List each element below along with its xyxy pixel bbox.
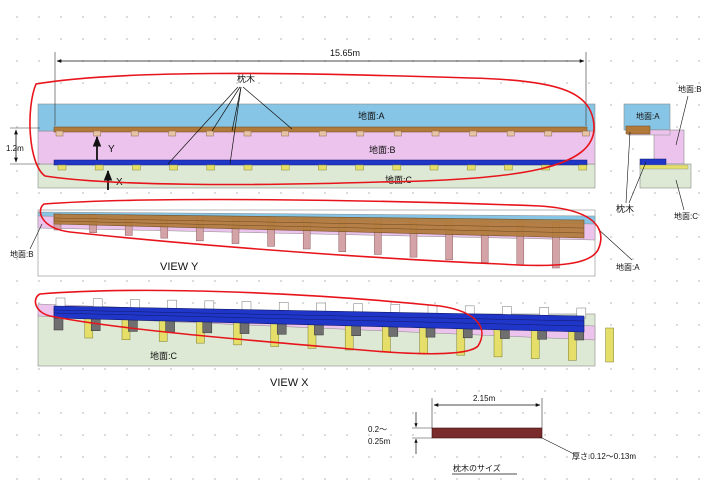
plan-ground-b [37,130,596,165]
plan-bottom-pad [132,164,141,171]
plan-top-pad [394,130,402,137]
plan-top-pad [281,130,289,137]
plan-ground-c-label: 地面:C [385,174,413,185]
plan-top-pad [544,130,553,137]
plan-blue-sleeper-strip [53,159,588,166]
height-label: 1.2m [6,144,24,153]
plan-top-pad [93,130,101,137]
view-y-sleeper-band [53,213,585,239]
plan-bottom-pad [94,164,104,171]
plan-top-pad [318,130,327,137]
plan-bottom-pad [57,164,67,171]
plan-top-pad [243,130,252,137]
plan-pads-bottom [57,164,588,171]
view-x-yellow-footing [605,327,614,363]
sleeper-callout-label: 枕木 [237,73,255,84]
plan-top-pad [206,130,214,137]
tie-size-caption: 枕木のサイズ [453,463,501,473]
plan-bottom-pad [355,164,364,171]
plan-ground-b-label: 地面:B [369,144,396,155]
view-x-title: VIEW X [270,377,309,389]
plan-top-pad [130,130,139,137]
side-ground-c-label: 地面:C [674,211,698,221]
view-x-ground-c-label: 地面:C [150,350,178,361]
tie-sample [431,427,543,439]
plan-pads-top [55,130,590,137]
plan-bottom-pad [466,164,476,171]
side-blue-sleeper [639,158,667,166]
plan-top-pad [356,130,365,137]
tie-width-label-1: 0.2〜 [368,425,387,434]
plan-top-pad [431,130,440,137]
height-dimension: 1.2m [6,127,40,165]
plan-bottom-pad [578,164,588,171]
tie-width-label-2: 0.25m [368,437,391,446]
plan-top-pad [55,130,64,137]
plan-top-pad [582,130,590,137]
overall-length-dimension: 15.65m [54,48,587,126]
tie-size-detail: 2.15m 0.2〜 0.25m 厚さ:0.12〜0.13m 枕木のサイズ [368,394,636,475]
plan-bottom-pad [280,164,290,171]
view-y: VIEW Y 地面:B 地面:A [10,209,640,277]
tie-length-label: 2.15m [473,394,496,403]
view-x: 地面:C VIEW X [37,297,614,389]
side-view: 地面:A 地面:B 地面:C 枕木 [616,84,702,221]
y-axis-label: Y [108,144,115,155]
side-sleeper-label: 枕木 [616,203,634,214]
sleeper-callout: 枕木 [167,73,293,165]
plan-top-pad [506,130,515,137]
plan-bottom-pad [243,164,253,171]
side-brown-sleeper [625,125,651,135]
side-ground-a [623,103,671,131]
overall-length-label: 15.65m [330,48,360,58]
plan-ground-a [37,103,596,132]
plan-bottom-pad [169,164,178,171]
view-y-title: VIEW Y [160,261,199,273]
plan-bottom-pad [392,164,402,171]
plan-ground-a-label: 地面:A [358,110,385,121]
highlight-view-x [34,289,483,355]
highlight-plan [29,72,595,186]
side-ground-a-label: 地面:A [636,111,660,121]
plan-top-pad [469,130,477,137]
side-yellow-pad [639,164,689,170]
plan-bottom-pad [429,164,439,171]
view-y-ground-a-label: 地面:A [616,262,640,272]
plan-bottom-pad [206,164,216,171]
side-ground-b-label: 地面:B [678,84,702,94]
plan-top-pad [168,130,177,137]
tie-thickness-label: 厚さ:0.12〜0.13m [572,452,636,461]
plan-bottom-pad [504,164,513,171]
highlight-view-y [39,198,602,267]
view-y-ground-b-label: 地面:B [10,249,34,259]
side-ground-b [653,129,685,165]
plan-bottom-pad [318,164,327,171]
plan-view [37,103,596,189]
